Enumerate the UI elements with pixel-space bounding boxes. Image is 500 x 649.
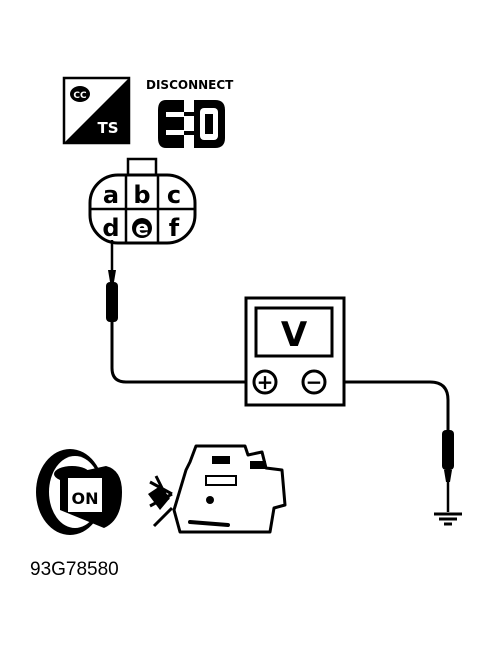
disconnect-connector-icon [158,100,225,148]
voltmeter: V + − [244,296,346,407]
disconnect-label: DISCONNECT [146,78,234,92]
ts-badge-top-text: CC [73,91,87,101]
figure-id: 93G78580 [30,559,119,580]
negative-probe-lead [344,380,454,512]
pin-a: a [103,181,119,209]
positive-probe-lead [106,240,246,384]
ignition-key-icon: ON [36,449,122,535]
pin-e: e [135,216,149,240]
positive-terminal-symbol: + [257,370,274,394]
negative-terminal-symbol: − [306,370,323,394]
engine-icon [148,444,287,534]
voltmeter-display-text: V [281,315,308,355]
pin-d: d [102,214,119,242]
pin-b: b [133,181,150,209]
ts-badge-icon [70,86,90,102]
ignition-key-label: ON [72,489,99,508]
ts-badge: CC TS [62,76,131,145]
pin-c: c [167,181,181,209]
pin-e-highlight [132,218,152,238]
pin-f: f [169,214,180,242]
positive-terminal [252,369,278,395]
negative-terminal [301,369,327,395]
connector: a b c d e f [88,157,197,245]
ts-badge-bottom-text: TS [97,119,118,137]
ground-symbol-icon [434,512,462,526]
voltmeter-display [254,306,334,358]
